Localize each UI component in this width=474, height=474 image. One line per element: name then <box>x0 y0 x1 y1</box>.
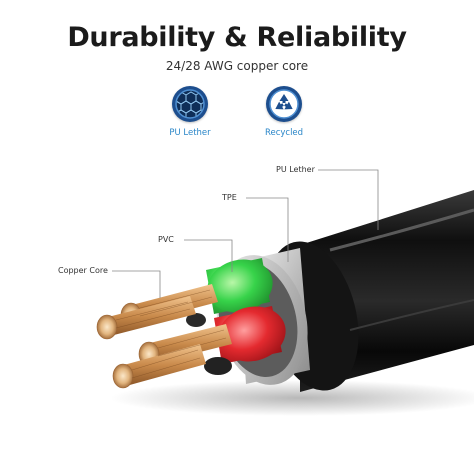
pu-leather-label: PU Lether <box>169 128 211 138</box>
pu-leather-badge: PU Lether <box>150 86 230 138</box>
jacket-highlight-2 <box>349 299 474 331</box>
page-subtitle: 24/28 AWG copper core <box>165 59 309 73</box>
copper-core-callout: Copper Core <box>58 266 108 275</box>
callout-lines <box>112 169 379 298</box>
pu-leather-callout: PU Lether <box>276 165 315 174</box>
hexagon-mesh-icon <box>172 86 208 122</box>
pvc-callout: PVC <box>158 235 174 244</box>
recycled-badge: Recycled <box>244 86 324 138</box>
recycle-icon <box>266 86 302 122</box>
red-wire-end <box>218 306 286 362</box>
filler-strand <box>186 313 206 327</box>
cable-shadow <box>110 380 474 416</box>
filler-strand <box>204 357 232 375</box>
green-wire-end <box>207 259 273 313</box>
tpe-callout: TPE <box>222 193 237 202</box>
copper-strand-4-end <box>112 363 134 389</box>
recycled-label: Recycled <box>264 128 304 138</box>
jacket-highlight <box>329 208 474 252</box>
copper-texture <box>115 289 227 379</box>
copper-strand-2-end <box>96 314 118 340</box>
page-title: Durability & Reliability <box>67 22 407 53</box>
